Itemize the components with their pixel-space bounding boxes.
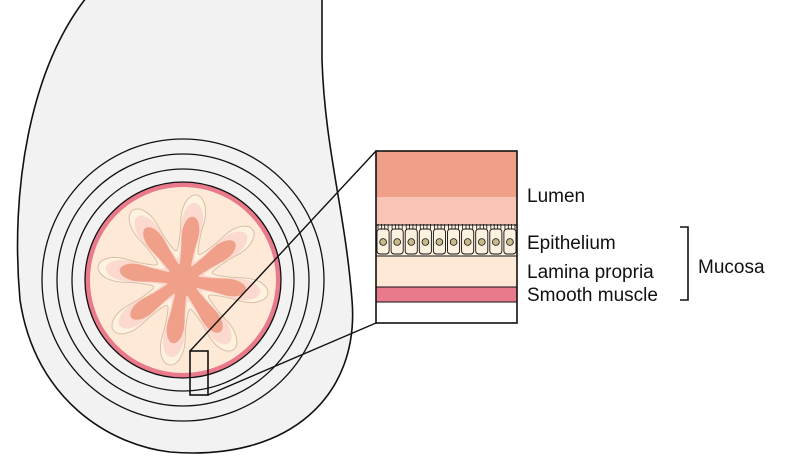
cell-nucleus	[407, 238, 416, 246]
cell-nucleus	[506, 238, 514, 246]
panel-border	[375, 150, 518, 324]
cell-nucleus	[435, 238, 444, 246]
zoom-line-top	[189, 150, 377, 352]
inner-ring	[71, 168, 295, 392]
mucosa-folds	[97, 194, 269, 366]
epithelium-label: Epithelium	[527, 233, 616, 254]
cell-nucleus	[421, 238, 430, 246]
cell-nucleus	[463, 238, 472, 246]
outer-ring	[41, 138, 325, 422]
lamina-propria-layer	[376, 256, 517, 287]
middle-ring	[56, 153, 310, 407]
epithelium-cells	[375, 224, 518, 257]
zoom-box	[189, 350, 209, 396]
mucosa-fold-outline	[119, 216, 247, 344]
mucosa-bracket	[680, 226, 689, 301]
cell-nucleus	[393, 238, 402, 246]
cell-nucleus	[449, 238, 458, 246]
smooth-muscle-layer	[376, 287, 517, 302]
mucosa-label: Mucosa	[698, 257, 765, 278]
lumen-label: Lumen	[527, 186, 586, 207]
smooth-muscle-label: Smooth muscle	[527, 285, 658, 306]
submucosa-layer	[376, 302, 517, 323]
cell-nucleus	[379, 238, 387, 246]
lamina-propria-label: Lamina propria	[527, 262, 654, 283]
cell-nucleus	[477, 238, 486, 246]
cell-nucleus	[492, 238, 500, 246]
lumen-dark-layer	[376, 151, 517, 197]
lumen-light-layer	[376, 197, 517, 225]
zoom-line-bottom	[207, 322, 377, 396]
magnified-tissue-panel	[375, 150, 518, 324]
